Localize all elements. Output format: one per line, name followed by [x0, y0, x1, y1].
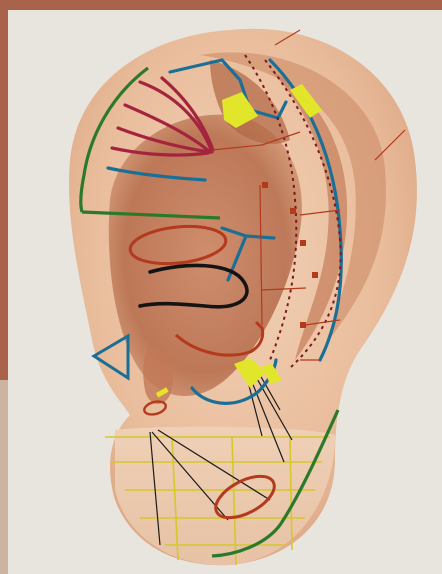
- frame-bottom-left: [0, 380, 8, 574]
- frame-top-strip: [0, 0, 442, 10]
